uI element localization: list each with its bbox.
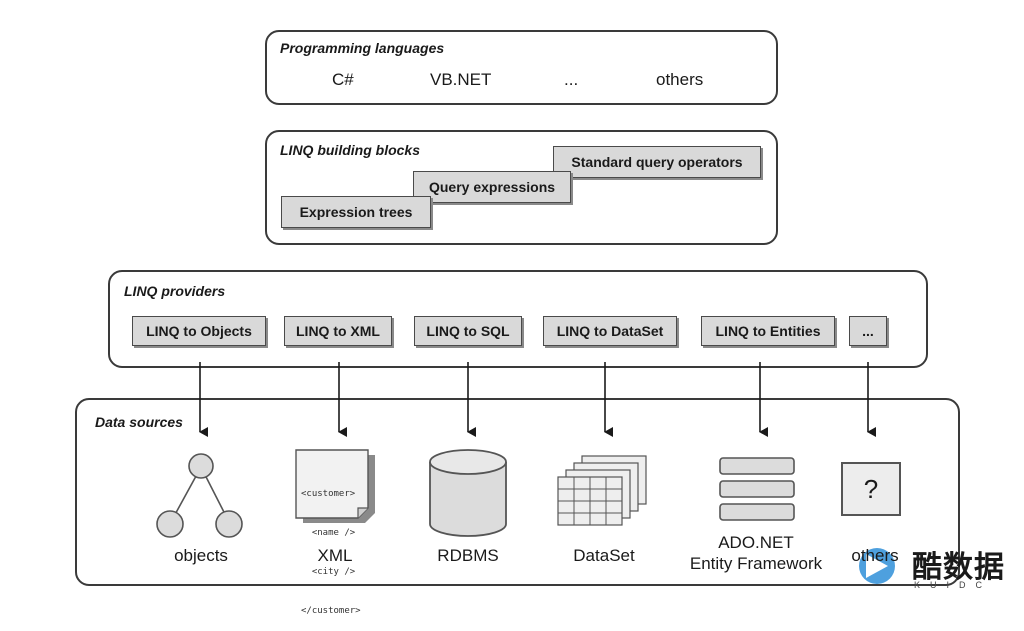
query-expressions-box: Query expressions xyxy=(413,171,571,203)
providers-title: LINQ providers xyxy=(124,283,226,299)
xml-line-2: <name /> xyxy=(301,528,356,538)
question-box-icon: ? xyxy=(841,462,901,516)
language-vbnet: VB.NET xyxy=(430,70,492,89)
xml-line-4: </customer> xyxy=(301,606,361,616)
linq-to-dataset-box: LINQ to DataSet xyxy=(543,316,677,346)
watermark-text: 酷数据 xyxy=(912,551,1005,584)
language-csharp: C# xyxy=(332,70,354,89)
source-label-entity-framework: Entity Framework xyxy=(689,554,823,573)
data-sources-panel xyxy=(75,398,960,586)
tree-icon xyxy=(156,453,243,538)
language-ellipsis: ... xyxy=(564,70,579,89)
database-cylinder-icon xyxy=(429,449,507,537)
xml-line-1: <customer> xyxy=(301,489,356,499)
standard-query-operators-box: Standard query operators xyxy=(553,146,761,178)
xml-line-3: <city /> xyxy=(301,567,356,577)
more-providers-box: ... xyxy=(849,316,887,346)
programming-languages-title: Programming languages xyxy=(280,40,445,56)
source-label-rdbms: RDBMS xyxy=(437,546,499,565)
linq-to-objects-box: LINQ to Objects xyxy=(132,316,266,346)
building-blocks-title: LINQ building blocks xyxy=(280,142,420,158)
expression-trees-box: Expression trees xyxy=(281,196,431,228)
diagram-graphics xyxy=(156,362,895,584)
source-label-others: others xyxy=(851,546,899,565)
source-label-adonet: ADO.NET xyxy=(718,533,794,552)
linq-to-sql-box: LINQ to SQL xyxy=(414,316,522,346)
language-others: others xyxy=(656,70,704,89)
stacked-bars-icon xyxy=(719,457,795,521)
watermark-subtext: KUIDC xyxy=(914,580,993,590)
stacked-tables-icon xyxy=(557,455,647,526)
source-label-xml: XML xyxy=(317,546,353,565)
watermark-logo-icon xyxy=(859,548,895,584)
linq-to-entities-box: LINQ to Entities xyxy=(701,316,835,346)
source-label-objects: objects xyxy=(174,546,228,565)
data-sources-title: Data sources xyxy=(95,414,183,430)
source-label-dataset: DataSet xyxy=(573,546,635,565)
xml-document-icon xyxy=(295,449,375,523)
programming-languages-panel xyxy=(265,30,778,105)
linq-to-xml-box: LINQ to XML xyxy=(284,316,392,346)
xml-document-text: <customer> <name /> <city /> </customer> xyxy=(301,462,361,631)
